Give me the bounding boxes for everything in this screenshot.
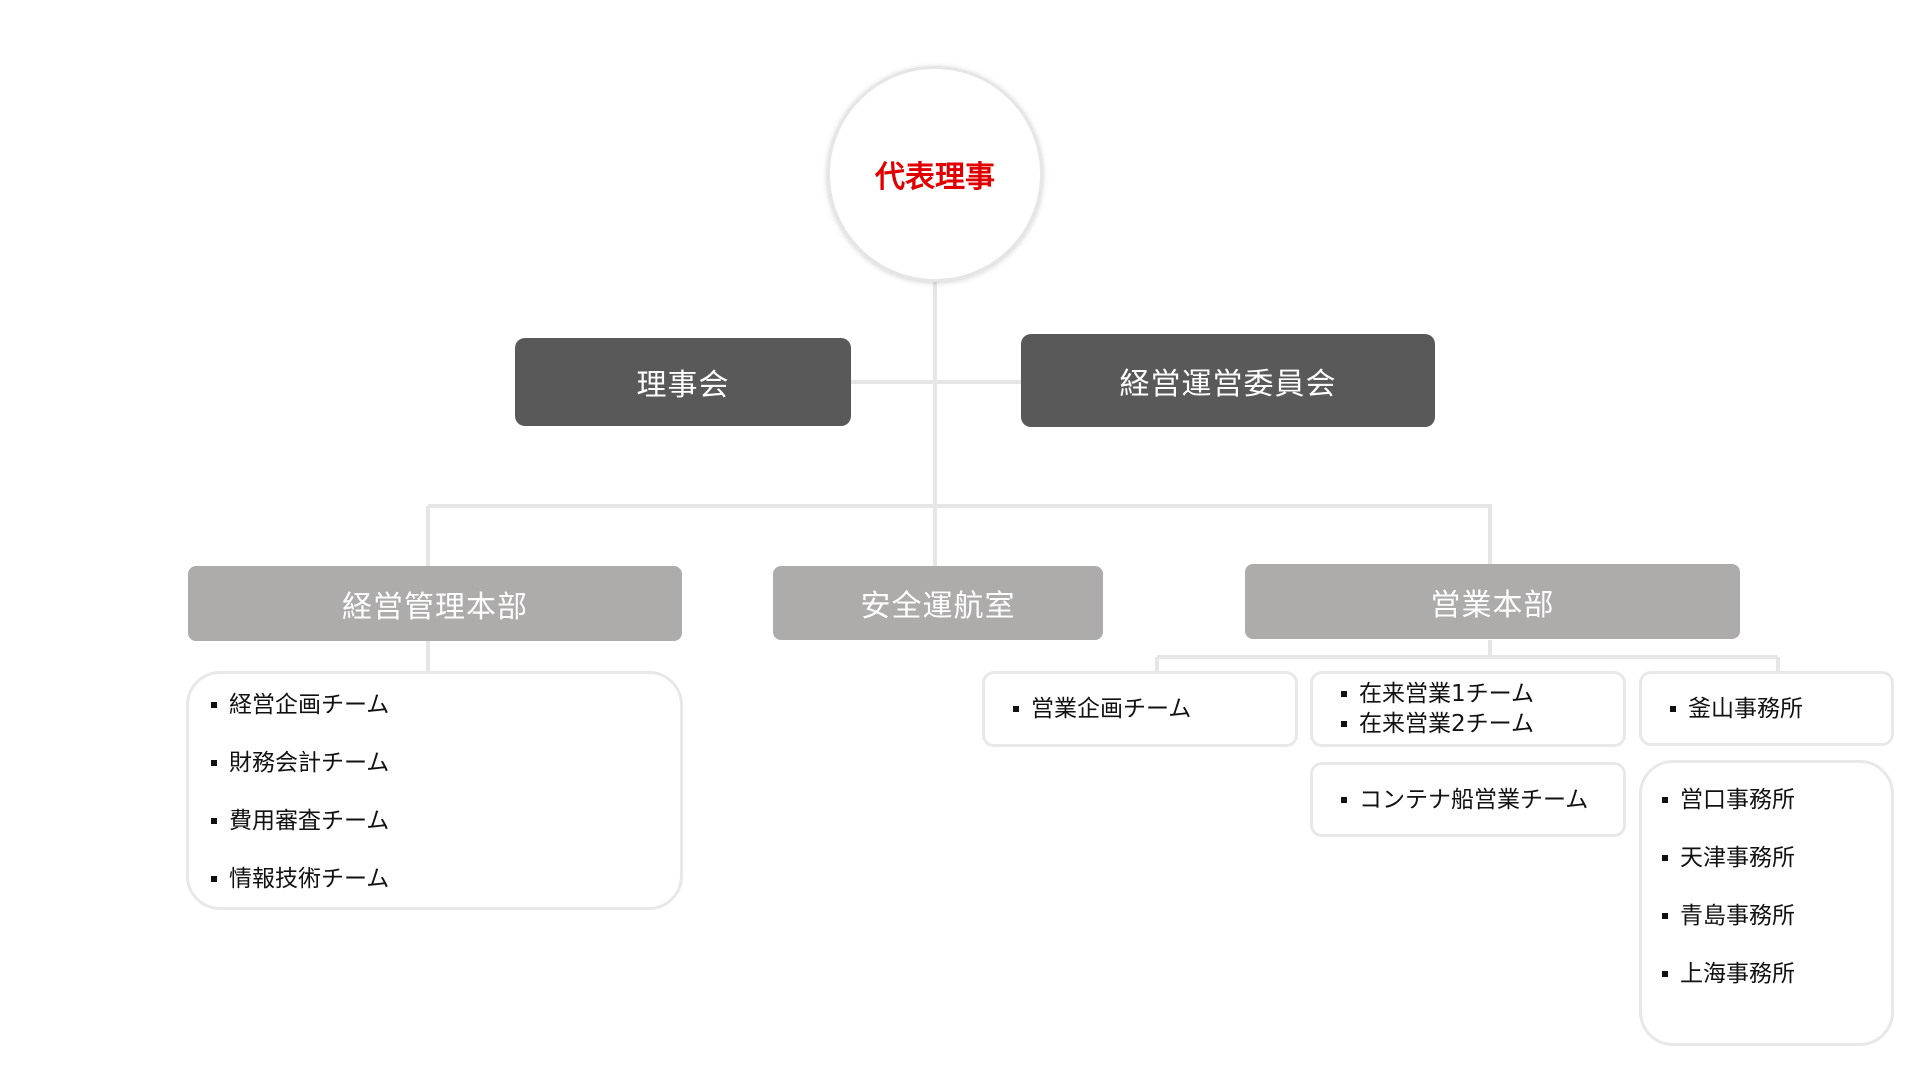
china-offices-box: 営口事務所 天津事務所 青島事務所 上海事務所	[1639, 760, 1894, 1046]
list-item: 上海事務所	[1662, 959, 1795, 989]
sales-planning-list: 営業企画チーム	[1013, 694, 1191, 724]
representative-director-node: 代表理事	[827, 66, 1043, 282]
safety-office-node: 安全運航室	[773, 566, 1103, 640]
board-node: 理事会	[515, 338, 851, 426]
china-office-list: 営口事務所 天津事務所 青島事務所 上海事務所	[1662, 785, 1795, 1017]
management-department-node: 経営管理本部	[188, 566, 682, 641]
list-item: 天津事務所	[1662, 843, 1795, 873]
list-item: 営口事務所	[1662, 785, 1795, 815]
list-item: 釜山事務所	[1670, 694, 1803, 724]
busan-office-list: 釜山事務所	[1670, 694, 1803, 724]
sales-department-node: 営業本部	[1245, 564, 1740, 639]
busan-office-box: 釜山事務所	[1639, 671, 1894, 746]
list-item: 費用審査チーム	[211, 806, 389, 836]
board-label: 理事会	[636, 368, 730, 403]
conventional-sales-list: 在来営業1チーム 在来営業2チーム	[1341, 679, 1534, 739]
list-item: コンテナ船営業チーム	[1341, 785, 1588, 815]
list-item: 在来営業2チーム	[1341, 709, 1534, 739]
conventional-sales-box: 在来営業1チーム 在来営業2チーム	[1310, 671, 1626, 747]
container-sales-list: コンテナ船営業チーム	[1341, 785, 1588, 815]
sales-department-label: 営業本部	[1430, 587, 1555, 623]
list-item: 在来営業1チーム	[1341, 679, 1534, 709]
management-team-list: 経営企画チーム 財務会計チーム 費用審査チーム 情報技術チーム	[211, 690, 389, 922]
list-item: 財務会計チーム	[211, 748, 389, 778]
list-item: 営業企画チーム	[1013, 694, 1191, 724]
management-teams-box: 経営企画チーム 財務会計チーム 費用審査チーム 情報技術チーム	[186, 671, 683, 910]
list-item: 情報技術チーム	[211, 864, 389, 894]
management-committee-node: 経営運営委員会	[1021, 334, 1435, 427]
management-department-label: 経営管理本部	[342, 589, 528, 625]
representative-director-label: 代表理事	[875, 160, 995, 195]
sales-planning-box: 営業企画チーム	[982, 671, 1298, 747]
safety-office-label: 安全運航室	[860, 589, 1016, 624]
container-sales-box: コンテナ船営業チーム	[1310, 762, 1626, 837]
management-committee-label: 経営運営委員会	[1119, 366, 1337, 402]
list-item: 経営企画チーム	[211, 690, 389, 720]
list-item: 青島事務所	[1662, 901, 1795, 931]
